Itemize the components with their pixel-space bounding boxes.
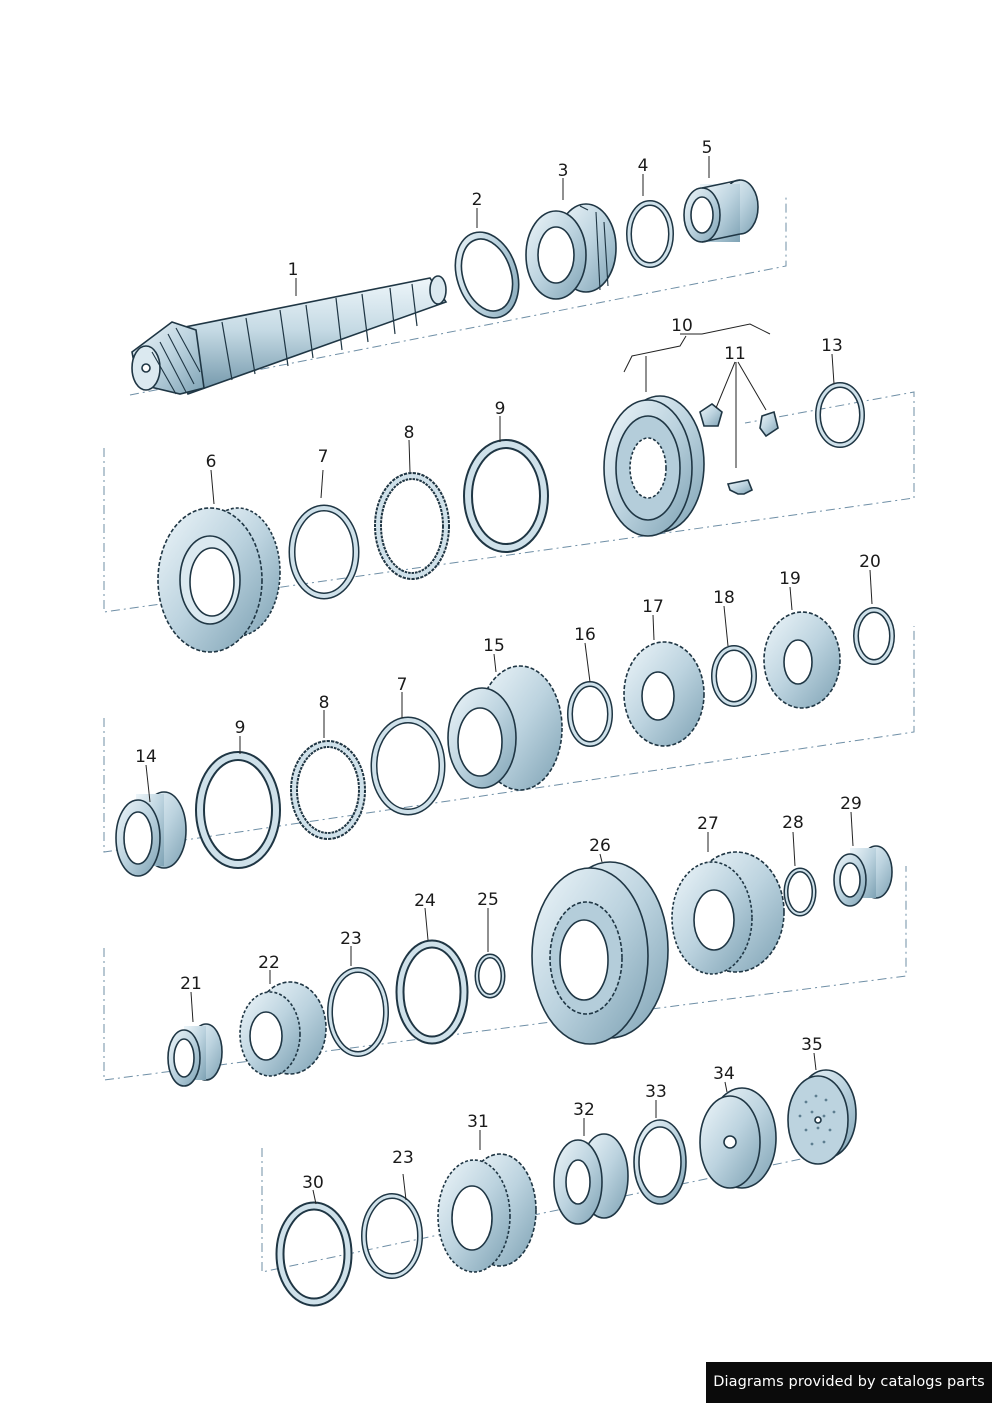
- callout-label: 17: [642, 597, 664, 617]
- callout-label: 16: [574, 625, 596, 645]
- synchro-ring-part: [463, 439, 549, 553]
- callout-label: 15: [483, 636, 505, 656]
- circlip-part: [474, 953, 506, 999]
- taper-bearing-part: [525, 203, 617, 300]
- callout-label: 32: [573, 1100, 595, 1120]
- synchro-ring-part: [288, 504, 360, 600]
- callout-label: 26: [589, 836, 611, 856]
- callout-label: 5: [702, 138, 713, 158]
- gear-part: [763, 611, 841, 709]
- callout-label: 30: [302, 1173, 324, 1193]
- callout-label: 4: [638, 156, 649, 176]
- parts-layer: [115, 179, 895, 1307]
- gear-part: [239, 981, 327, 1077]
- callout-label: 7: [397, 675, 408, 695]
- needle-bearing-part: [115, 791, 187, 877]
- shim-part: [633, 1119, 687, 1205]
- leader-lines: [145, 156, 873, 1205]
- gear-part: [671, 851, 785, 975]
- callout-label: 25: [477, 890, 499, 910]
- bearing-plate-part: [699, 1087, 777, 1189]
- synchro-ring-part: [290, 740, 366, 840]
- synchro-hub-part: [603, 395, 705, 537]
- circlip-part: [361, 1193, 423, 1279]
- gear-part: [157, 507, 281, 653]
- shim-part: [454, 231, 520, 319]
- gear-part: [447, 665, 563, 791]
- callout-label: 23: [340, 929, 362, 949]
- callout-label: 23: [392, 1148, 414, 1168]
- circlip-part: [327, 967, 389, 1057]
- callout-label: 6: [206, 452, 217, 472]
- synchro-ring-part: [370, 716, 446, 816]
- callout-label: 34: [713, 1064, 735, 1084]
- magnet-disc-part: [787, 1069, 857, 1165]
- callout-label: 31: [467, 1112, 489, 1132]
- callout-label: 13: [821, 336, 843, 356]
- circlip-part: [626, 200, 674, 268]
- needle-bearing-part: [683, 179, 759, 243]
- callout-label: 3: [558, 161, 569, 181]
- callout-label: 33: [645, 1082, 667, 1102]
- circlip-part: [815, 382, 865, 448]
- callout-label: 11: [724, 344, 746, 364]
- circlip-part: [567, 681, 613, 747]
- synchro-ring-part: [275, 1201, 353, 1307]
- synchro-ring-part: [395, 939, 469, 1045]
- needle-bearing-part: [167, 1023, 223, 1087]
- callout-label: 35: [801, 1035, 823, 1055]
- gear-part: [623, 641, 705, 747]
- callout-label: 8: [319, 693, 330, 713]
- needle-bearing-part: [833, 845, 893, 907]
- callout-label: 10: [671, 316, 693, 336]
- callout-label: 27: [697, 814, 719, 834]
- callout-label: 19: [779, 569, 801, 589]
- callout-label: 21: [180, 974, 202, 994]
- callout-label: 20: [859, 552, 881, 572]
- credit-banner: Diagrams provided by catalogs parts: [706, 1362, 992, 1403]
- callout-label: 1: [288, 260, 299, 280]
- locking-piece-part: [699, 403, 779, 495]
- synchro-ring-part: [195, 751, 281, 869]
- callout-label: 7: [318, 447, 329, 467]
- reference-labels: 1 2 3 4 5 6 7 8 9 10 11 13 14 9 8 7 15 1…: [135, 138, 881, 1193]
- callout-label: 2: [472, 190, 483, 210]
- gear-part: [437, 1153, 537, 1273]
- circlip-part: [783, 867, 817, 917]
- ball-bearing-part: [553, 1133, 629, 1225]
- shaft-part: [131, 275, 448, 396]
- circlip-part: [853, 607, 895, 665]
- callout-label: 22: [258, 953, 280, 973]
- callout-label: 18: [713, 588, 735, 608]
- callout-label: 24: [414, 891, 436, 911]
- callout-label: 8: [404, 423, 415, 443]
- callout-label: 9: [235, 718, 246, 738]
- synchro-ring-part: [374, 472, 450, 580]
- callout-label: 14: [135, 747, 157, 767]
- callout-label: 28: [782, 813, 804, 833]
- callout-label: 29: [840, 794, 862, 814]
- callout-label: 9: [495, 399, 506, 419]
- circlip-part: [711, 645, 757, 707]
- synchro-hub-part: [531, 861, 669, 1045]
